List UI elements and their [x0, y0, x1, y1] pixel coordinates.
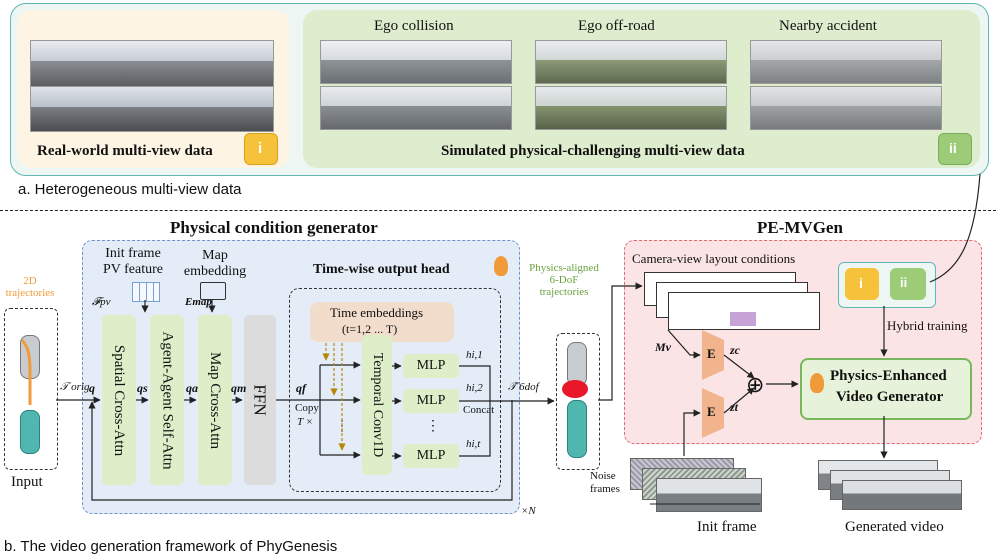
q-label: q [89, 381, 95, 395]
f-pv-label: 𝓕pv [92, 296, 111, 308]
noise-frames-label: Noise frames [590, 470, 620, 495]
sim-photo-offroad-2 [535, 86, 727, 130]
init-frame-photo [656, 478, 762, 512]
sim-photo-offroad-1 [535, 40, 727, 84]
pe-mvgen-title: PE-MVGen [757, 218, 843, 237]
mlp-block-2: MLP [403, 389, 459, 413]
q-f-label: qf [296, 381, 306, 395]
pv-grid-icon [132, 282, 160, 302]
simulated-label: Simulated physical-challenging multi-vie… [441, 143, 745, 159]
input-label: Input [11, 474, 43, 490]
car-icon-teal [20, 410, 40, 454]
car-icon-teal-out [567, 400, 587, 458]
sim-photo-accident-2 [750, 86, 942, 130]
scenario-title-collision: Ego collision [374, 18, 454, 34]
output-head-title: Time-wise output head [313, 262, 450, 277]
scenario-title-offroad: Ego off-road [578, 18, 655, 34]
fire-icon [494, 256, 508, 276]
caption-a: a. Heterogeneous multi-view data [18, 181, 242, 198]
time-range-label: (t=1,2 ... T) [342, 322, 398, 336]
generated-video-label: Generated video [845, 519, 944, 535]
layout-box-icon [730, 312, 756, 326]
map-cross-attn-block: Map Cross-Attn [198, 315, 232, 485]
caption-b: b. The video generation framework of Phy… [4, 538, 338, 555]
time-embeddings-label: Time embeddings [330, 305, 424, 320]
traj-orig-label: 𝒯 orig [60, 381, 90, 393]
temporal-conv-block: Temporal Conv1D [362, 335, 392, 475]
q-a-label: qa [186, 381, 198, 395]
generator-title: Physical condition generator [170, 218, 378, 237]
hybrid-training-label: Hybrid training [887, 318, 968, 333]
mlp-block-t: MLP [403, 444, 459, 468]
trajectories-2d-label: 2D trajectories [5, 275, 55, 299]
left-dots: ⋮ [335, 419, 349, 434]
layout-conditions-label: Camera-view layout conditions [632, 251, 796, 266]
sim-photo-collision-1 [320, 40, 512, 84]
output-head-panel [289, 288, 501, 492]
agent-self-attn-block: Agent-Agent Self-Attn [150, 315, 184, 485]
encoder-top-label: E [707, 346, 716, 361]
generator-line-1: Physics-Enhanced [830, 368, 947, 384]
q-s-label: qs [137, 381, 148, 395]
generated-frame-3 [842, 480, 962, 510]
database-icon-ii: ii [938, 133, 972, 165]
h2-label: hi,2 [466, 382, 483, 394]
video-generator-box [800, 358, 972, 420]
ffn-block: FFN [244, 315, 276, 485]
q-m-label: qm [231, 381, 247, 395]
copy-label: Copy [295, 402, 319, 414]
physics-aligned-label: Physics-aligned 6-DoF trajectories [529, 262, 599, 298]
spatial-cross-attn-block: Spatial Cross-Attn [102, 315, 136, 485]
database-icon-i: i [244, 133, 278, 165]
copy-times-label: T × [297, 416, 314, 428]
real-photo-rear [30, 86, 274, 132]
mlp-block-1: MLP [403, 354, 459, 378]
repeat-n-label: ×N [521, 505, 536, 517]
collision-icon [562, 380, 588, 398]
traj-6dof-label: 𝒯̂ 6dof [508, 381, 539, 393]
h1-label: hi,1 [466, 349, 483, 361]
ht-label: hi,t [466, 438, 481, 450]
generator-line-2: Video Generator [836, 389, 944, 405]
database-icon-ii-small [890, 268, 926, 300]
mlp-dots: ⋮ [426, 419, 440, 434]
map-embedding-label: Map embedding [183, 248, 247, 279]
init-frame-pv-label: Init frame PV feature [103, 246, 163, 277]
init-frame-label: Init frame [697, 519, 757, 535]
encoder-bottom [702, 388, 724, 438]
fire-icon-gen [810, 373, 824, 393]
input-box [4, 308, 58, 470]
e-map-label: Emap [185, 296, 212, 308]
concat-label: Concat [463, 404, 495, 416]
section-divider [0, 210, 996, 211]
sim-photo-collision-2 [320, 86, 512, 130]
encoder-top [702, 330, 724, 380]
sim-photo-accident-1 [750, 40, 942, 84]
m-v-label: Mv [655, 340, 671, 354]
map-icon [200, 282, 226, 300]
scenario-title-accident: Nearby accident [779, 18, 877, 34]
z-c-label: zc [730, 343, 740, 357]
output-traj-box [556, 333, 600, 470]
encoder-bottom-label: E [707, 404, 716, 419]
z-t-label: zt [730, 400, 739, 414]
database-icon-i-small [845, 268, 879, 300]
real-world-label: Real-world multi-view data [37, 143, 213, 159]
